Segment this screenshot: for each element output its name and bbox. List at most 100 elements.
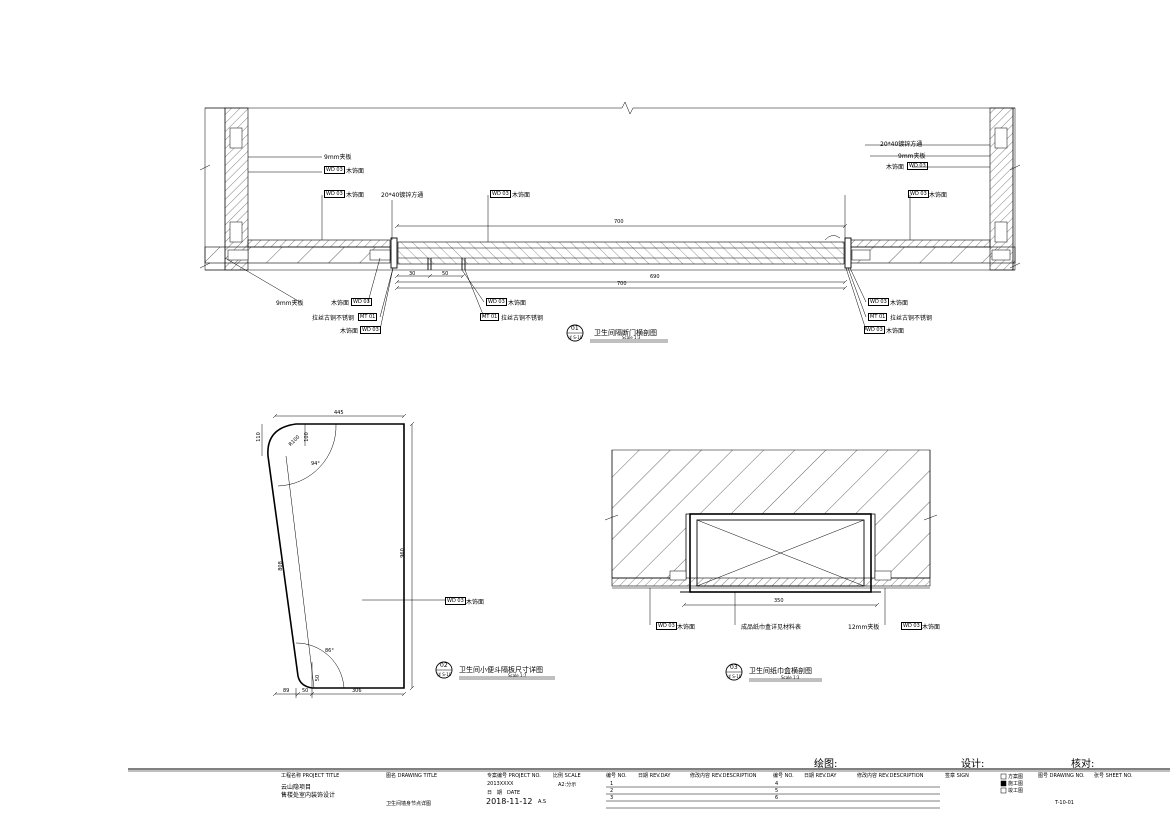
- drawing-01-title: 卫生间隔断门横剖图: [594, 329, 657, 337]
- label-wood-finish-d3-right: 木饰面: [922, 624, 941, 631]
- tb-date: 2018-11-12: [486, 797, 533, 806]
- code-wd-right-mid: WD 03: [908, 190, 929, 198]
- tb-project-no-header: 专案编号 PROJECT NO.: [487, 773, 541, 779]
- dim-350: 350: [774, 598, 784, 604]
- label-wood-finish-bottom-left-2: 木饰面: [340, 328, 359, 335]
- label-wood-finish-bottom-right: 木饰面: [890, 300, 909, 307]
- drawing-01-scale: Scale 1:3: [622, 335, 641, 340]
- tb-rev-row-5: 5: [775, 788, 779, 794]
- tb-rev-desc-header-2: 修改内容 REV.DESCRIPTION: [857, 773, 924, 779]
- tb-rev-no-header-2: 编号 NO.: [773, 773, 794, 779]
- tb-stage-scheme[interactable]: 方案图: [1008, 774, 1024, 780]
- code-wd-bottom-left-2: WD 03: [360, 326, 381, 334]
- drawing-03-sheet-ref: 详 S-10: [727, 674, 742, 679]
- label-wood-finish-bottom-left: 木饰面: [331, 300, 350, 307]
- code-wd-bottom-right: WD 03: [868, 298, 889, 306]
- dim-960: 960: [399, 548, 406, 558]
- tb-sign-header: 签章 SIGN: [945, 773, 969, 779]
- label-tissue-box: 成品纸巾盒详见材料表: [741, 624, 802, 631]
- drawing-02-partition-profile: [261, 413, 555, 698]
- drawing-02-number: 02: [440, 662, 448, 669]
- tb-rev-row-2: 2: [610, 788, 614, 794]
- title-block-frame: [128, 768, 1170, 809]
- label-wood-finish-right-mid: 木饰面: [929, 192, 948, 199]
- label-copper-steel-bottom-right: 拉丝古铜不锈钢: [890, 315, 933, 322]
- signature-draw: 绘图:: [814, 759, 838, 770]
- code-mt-bottom-right: MT 01: [868, 313, 888, 321]
- label-wood-finish-d2: 木饰面: [466, 599, 485, 606]
- tb-drawing-title-header: 图名 DRAWING TITLE: [386, 773, 438, 779]
- signature-check: 核对:: [1071, 759, 1095, 770]
- drawing-02-title: 卫生间小便斗隔板尺寸详图: [459, 666, 543, 674]
- drawing-02-scale: Scale 1:7: [508, 673, 527, 678]
- tb-rev-row-4: 4: [775, 781, 779, 787]
- tb-scale-value: A.S: [538, 799, 547, 805]
- tb-rev-date-header: 日期 REV.DAY: [638, 773, 671, 779]
- code-wd-bottom-left: WD 03: [351, 298, 372, 306]
- angle-94: 94°: [311, 461, 320, 467]
- drawing-03-title: 卫生间纸巾盒横剖图: [749, 667, 812, 675]
- dim-bottom-700: 700: [617, 281, 627, 287]
- tb-drawing-title: 卫生间墙身节点详图: [386, 801, 432, 807]
- tb-rev-no-header: 编号 NO.: [606, 773, 627, 779]
- tb-project-no: 2013XXXX: [487, 781, 514, 787]
- tb-sheet-no: T-10-01: [1055, 800, 1074, 806]
- label-12mm-plywood: 12mm夹板: [848, 624, 880, 631]
- code-wd-d3-right: WD 03: [901, 622, 922, 630]
- code-mt-bottom-center: MT 01: [480, 313, 500, 321]
- tb-rev-desc-header: 修改内容 REV.DESCRIPTION: [690, 773, 757, 779]
- label-steel-tube-right: 20*40镀锌方通: [880, 141, 923, 148]
- code-mt-bottom-left: MT 01: [358, 313, 378, 321]
- label-9mm-plywood-bottom-left: 9mm夹板: [276, 300, 304, 307]
- label-wood-finish-left-top: 木饰面: [346, 168, 365, 175]
- label-9mm-plywood-left: 9mm夹板: [324, 154, 352, 161]
- code-wd-d2: WD 03: [445, 597, 466, 605]
- dim-808: 808: [277, 561, 284, 571]
- dim-50-bottom: 50: [302, 688, 309, 694]
- drawing-03-number: 03: [730, 664, 738, 671]
- code-wd-center-top: WD 03: [490, 190, 511, 198]
- drawing-03-tissue-box-section: [604, 449, 938, 682]
- label-wood-finish-center-top: 木饰面: [512, 192, 531, 199]
- signature-design: 设计:: [961, 759, 985, 770]
- tb-project-title-header: 工程名称 PROJECT TITLE: [281, 773, 340, 779]
- code-wd-bottom-center: WD 03: [486, 298, 507, 306]
- dim-100: 100: [303, 432, 310, 442]
- dim-50-vertical: 50: [315, 674, 322, 682]
- label-copper-steel-bottom-center: 拉丝古铜不锈钢: [501, 315, 544, 322]
- tb-date-header: 日 期 DATE: [487, 790, 521, 796]
- dim-top-700: 700: [614, 219, 624, 225]
- tb-rev-row-3: 3: [610, 795, 614, 801]
- tb-sheet-no-header: 张号 SHEET NO.: [1094, 773, 1133, 779]
- code-wd-bottom-right-2: WD 03: [864, 326, 885, 334]
- tb-scale: A2:分示: [558, 782, 577, 788]
- dim-50: 50: [442, 271, 449, 277]
- drawing-01-number: 01: [571, 325, 579, 332]
- dim-445: 445: [334, 410, 344, 416]
- label-wood-finish-bottom-right-2: 木饰面: [886, 328, 905, 335]
- tb-stage-asbuilt[interactable]: 竣工图: [1008, 788, 1024, 794]
- tb-scale-header: 比例 SCALE: [553, 773, 581, 779]
- code-wd-left-mid: WD 03: [324, 190, 345, 198]
- label-wood-finish-d3-left: 木饰面: [677, 624, 696, 631]
- tb-project-name-1: 云山隐项目: [281, 784, 312, 791]
- label-wood-finish-left-mid: 木饰面: [346, 192, 365, 199]
- drawing-01-door-section: [199, 101, 1021, 343]
- drawing-01-sheet-ref: 详 S-10: [568, 335, 583, 340]
- tb-stage-construction[interactable]: 施工图: [1008, 781, 1024, 787]
- drawing-02-sheet-ref: 详 S-10: [437, 672, 452, 677]
- label-wood-finish-right: 木饰面: [886, 164, 905, 171]
- tb-rev-date-header-2: 日期 REV.DAY: [804, 773, 837, 779]
- dim-110: 110: [255, 432, 262, 442]
- code-wd-left-top: WD 03: [324, 166, 345, 174]
- dim-89: 89: [283, 688, 290, 694]
- dim-690: 690: [650, 274, 660, 280]
- code-wd-right: WD 03: [907, 162, 928, 170]
- label-wood-finish-bottom-center: 木饰面: [508, 300, 527, 307]
- dim-30: 30: [409, 271, 416, 277]
- label-steel-tube-left: 20*40镀锌方通: [381, 192, 424, 199]
- label-9mm-plywood-right: 9mm夹板: [898, 153, 926, 160]
- tb-rev-row-6: 6: [775, 795, 779, 801]
